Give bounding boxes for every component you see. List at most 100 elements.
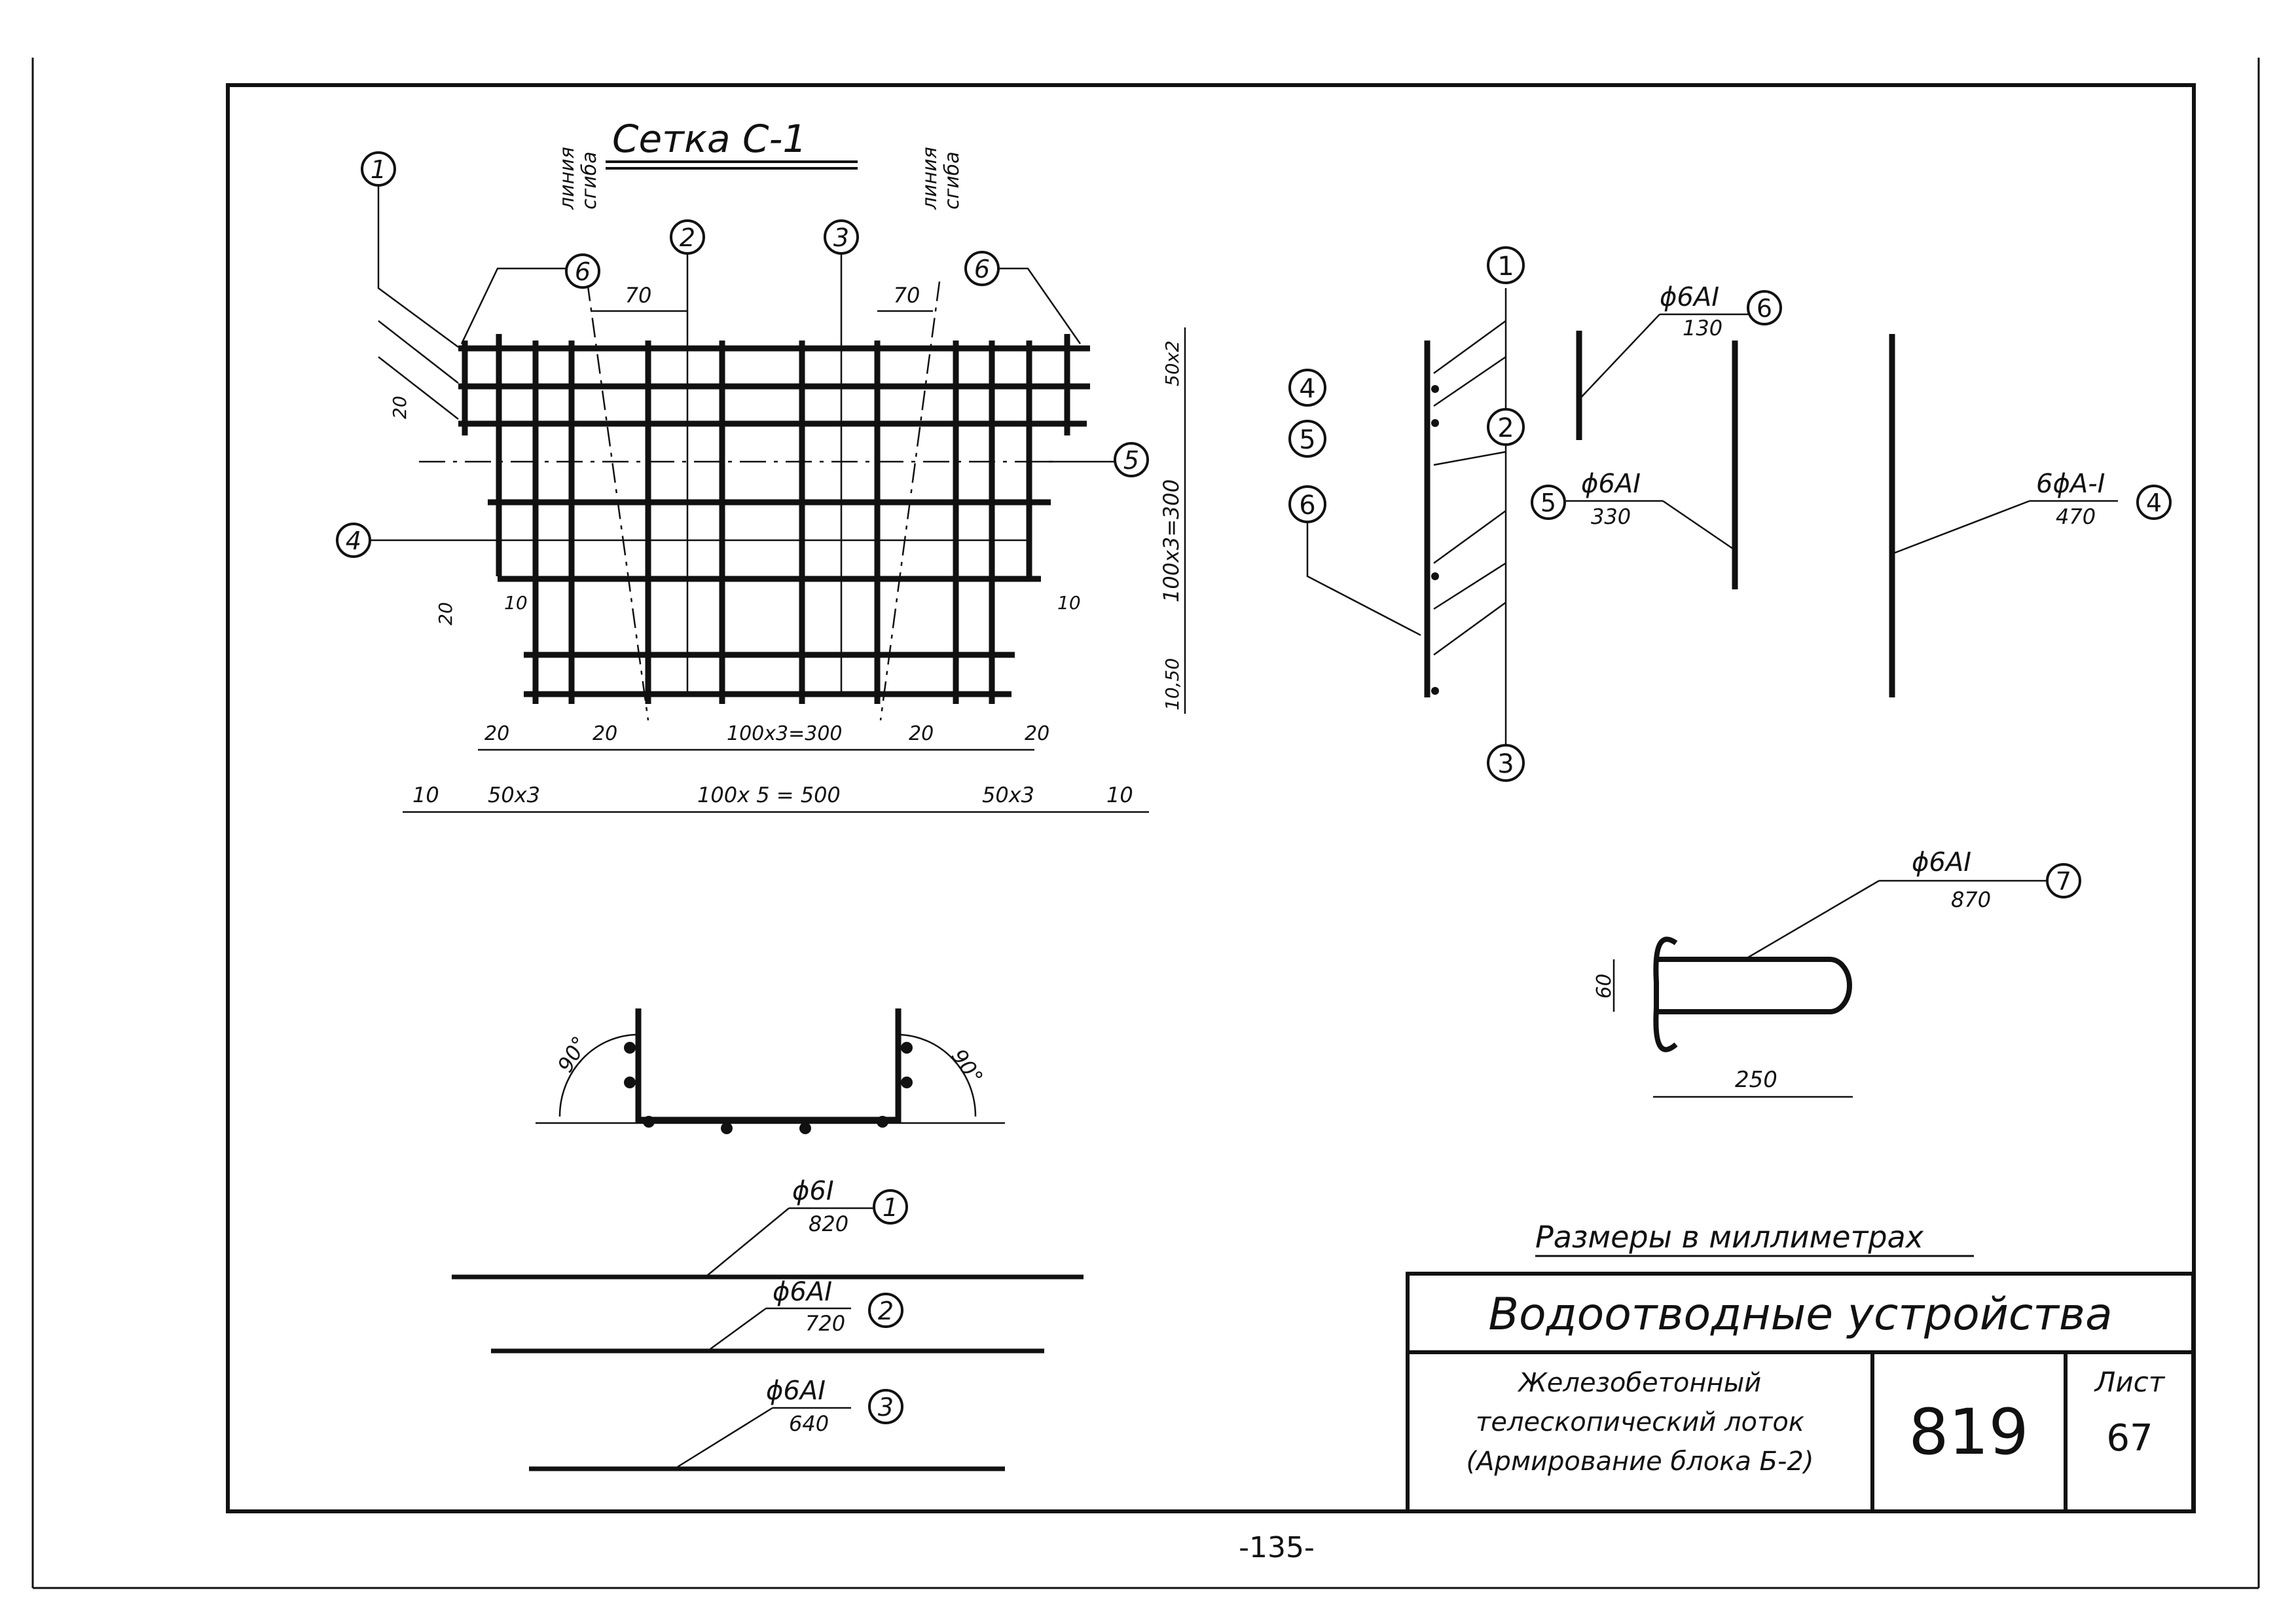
title-block: Водоотводные устройства Железобетонный т… xyxy=(1406,1272,2195,1513)
svg-text:20: 20 xyxy=(909,722,934,745)
drawing-frame xyxy=(226,83,2196,1513)
svg-text:130: 130 xyxy=(1683,316,1722,341)
svg-text:250: 250 xyxy=(1735,1067,1777,1093)
svg-text:640: 640 xyxy=(789,1411,829,1436)
mesh-marker-4: 4 xyxy=(336,523,1028,558)
svg-text:90°: 90° xyxy=(946,1044,988,1089)
svg-text:6: 6 xyxy=(1757,294,1772,323)
svg-text:10: 10 xyxy=(412,783,439,807)
svg-text:10: 10 xyxy=(1106,783,1133,807)
svg-text:10: 10 xyxy=(1057,592,1081,614)
mesh-marker-2: 2 xyxy=(670,219,705,694)
guide-label-2: сгиба xyxy=(578,151,601,210)
svg-text:7: 7 xyxy=(2056,867,2071,896)
svg-text:870: 870 xyxy=(1951,887,1991,912)
svg-text:20: 20 xyxy=(389,396,410,419)
side-section: 1 2 3 4 5 6 xyxy=(1288,246,1525,782)
guide-label-3: линия xyxy=(919,147,941,210)
mesh-c1: Сетка С-1 xyxy=(336,117,1186,813)
u-section: 90° 90° xyxy=(536,1008,1005,1134)
bar-4: 6ϕA-I 470 4 xyxy=(1889,334,2172,697)
svg-text:2: 2 xyxy=(680,223,695,252)
svg-text:3: 3 xyxy=(878,1393,894,1422)
section-marker-3 xyxy=(1487,744,1525,782)
svg-text:70: 70 xyxy=(894,283,920,308)
guide-label-4: сгиба xyxy=(941,151,964,210)
sheet-border xyxy=(31,58,2260,1589)
svg-text:3: 3 xyxy=(833,223,849,252)
title-desc-1: Железобетонный xyxy=(1517,1368,1762,1398)
title-desc-3: (Армирование блока Б-2) xyxy=(1467,1447,1814,1477)
guide-label-1: линия xyxy=(556,147,579,210)
fold-line-left xyxy=(586,281,649,721)
svg-text:1: 1 xyxy=(371,155,386,184)
svg-text:4: 4 xyxy=(346,526,361,555)
sheet-label: Лист xyxy=(2094,1366,2166,1398)
mesh-title: Сетка С-1 xyxy=(612,117,807,161)
svg-text:100x3=300: 100x3=300 xyxy=(727,722,843,745)
svg-text:5: 5 xyxy=(1123,446,1139,475)
mesh-marker-3: 3 xyxy=(824,219,859,694)
svg-text:720: 720 xyxy=(805,1311,845,1336)
svg-text:60: 60 xyxy=(1593,974,1616,999)
svg-text:ϕ6AI: ϕ6AI xyxy=(773,1277,832,1307)
svg-text:ϕ6AI: ϕ6AI xyxy=(766,1376,826,1406)
svg-text:1: 1 xyxy=(1497,251,1514,282)
bar-2-straight: ϕ6AI 720 2 xyxy=(491,1277,1044,1354)
section-marker-1 xyxy=(1487,246,1525,284)
svg-text:6: 6 xyxy=(974,255,990,284)
svg-text:70: 70 xyxy=(625,283,652,308)
svg-text:2: 2 xyxy=(1497,413,1514,443)
bar-6: ϕ6AI 130 6 xyxy=(1576,282,1782,440)
mesh-horizontal-bars xyxy=(458,345,1090,697)
drawing-number: 819 xyxy=(1908,1395,2028,1469)
fold-line-right xyxy=(879,281,941,721)
bar-3-straight: ϕ6AI 640 3 xyxy=(529,1376,1005,1471)
section-marker-2 xyxy=(1487,408,1525,446)
svg-text:3: 3 xyxy=(1497,749,1514,779)
mesh-marker-5: 5 xyxy=(1041,442,1149,477)
section-marker-4 xyxy=(1288,369,1326,407)
svg-text:20: 20 xyxy=(435,602,456,625)
svg-text:6ϕA-I: 6ϕA-I xyxy=(2036,469,2105,499)
mesh-marker-1: 1 xyxy=(361,151,459,420)
svg-text:20: 20 xyxy=(1025,722,1049,745)
svg-text:2: 2 xyxy=(878,1297,894,1325)
page-number: -135- xyxy=(1239,1531,1315,1564)
svg-text:100x3=300: 100x3=300 xyxy=(1159,479,1184,602)
title-header: Водоотводные устройства xyxy=(1488,1289,2112,1340)
svg-text:ϕ6AI: ϕ6AI xyxy=(1660,282,1719,312)
svg-text:50x3: 50x3 xyxy=(982,783,1034,807)
mesh-vertical-bars xyxy=(462,334,1070,704)
svg-text:100x 5 = 500: 100x 5 = 500 xyxy=(697,783,841,807)
section-marker-5 xyxy=(1288,420,1326,458)
svg-text:330: 330 xyxy=(1591,504,1631,529)
svg-text:ϕ6AI: ϕ6AI xyxy=(1581,469,1641,499)
svg-text:20: 20 xyxy=(484,722,509,745)
svg-text:820: 820 xyxy=(809,1211,848,1236)
mesh-dimensions: 70 70 50x2 100x3=300 10,50 20 20 10 10 2… xyxy=(389,283,1186,813)
sheet-number: 67 xyxy=(2106,1417,2153,1460)
svg-text:6: 6 xyxy=(575,257,591,286)
bar-5: ϕ6AI 330 5 xyxy=(1531,341,1738,589)
svg-text:20: 20 xyxy=(592,722,617,745)
svg-text:6: 6 xyxy=(1299,490,1315,521)
svg-text:4: 4 xyxy=(2146,489,2162,517)
svg-text:ϕ6I: ϕ6I xyxy=(792,1176,834,1206)
mesh-marker-6: 6 6 xyxy=(460,251,1082,344)
dimension-note: Размеры в миллиметрах xyxy=(1535,1219,1924,1255)
svg-text:5: 5 xyxy=(1540,489,1556,517)
bar-1-straight: ϕ6I 820 1 xyxy=(452,1176,1084,1280)
svg-text:4: 4 xyxy=(1299,374,1315,404)
svg-text:10: 10 xyxy=(504,592,528,614)
svg-text:5: 5 xyxy=(1299,425,1315,455)
title-desc-2: телескопический лоток xyxy=(1476,1407,1804,1437)
svg-text:10,50: 10,50 xyxy=(1161,658,1183,710)
svg-text:90°: 90° xyxy=(553,1032,592,1077)
svg-text:470: 470 xyxy=(2056,504,2096,529)
svg-text:ϕ6AI: ϕ6AI xyxy=(1912,847,1971,877)
bar-7-loop: ϕ6AI 870 7 60 250 xyxy=(1593,847,2081,1098)
svg-text:1: 1 xyxy=(883,1193,898,1222)
svg-text:50x2: 50x2 xyxy=(1161,341,1183,386)
